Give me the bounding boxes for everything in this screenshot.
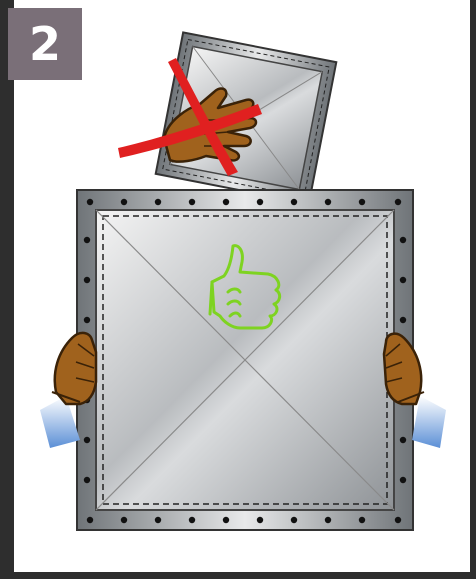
step-number: 2 <box>28 17 61 71</box>
thumbs-up-icon <box>208 244 282 330</box>
left-glove-icon <box>40 331 98 448</box>
right-glove-icon <box>382 332 446 448</box>
x-mark-icon <box>118 58 262 176</box>
main-panel <box>76 189 414 531</box>
step-number-badge: 2 <box>8 8 82 80</box>
